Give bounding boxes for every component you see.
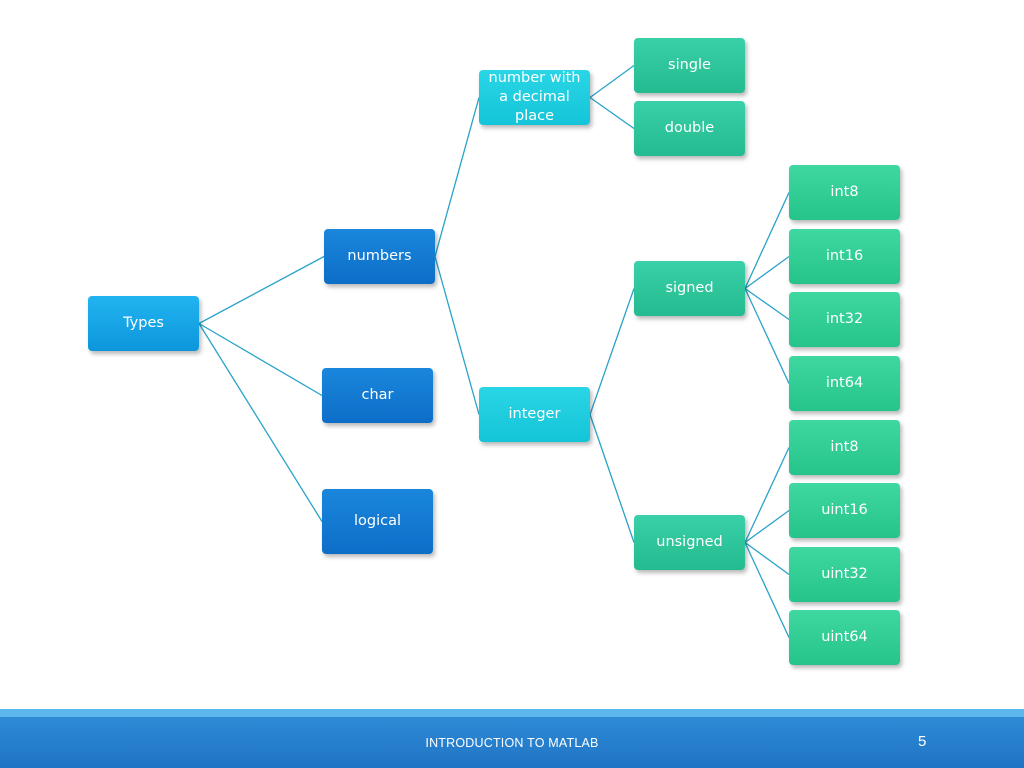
node-unsigned: unsigned <box>634 515 745 570</box>
connector-signed-int32 <box>744 287 790 321</box>
connector-signed-int64 <box>744 288 790 384</box>
connector-numbers-decimal-place <box>434 97 480 257</box>
footer-title: INTRODUCTION TO MATLAB <box>425 736 599 750</box>
connector-unsigned-unsigned-int8 <box>744 447 790 543</box>
type-hierarchy-diagram: Types numbers char logical number with a… <box>88 38 900 665</box>
page-number: 5 <box>918 733 927 750</box>
node-char: char <box>322 368 433 423</box>
node-types: Types <box>88 296 199 351</box>
connector-unsigned-uint16 <box>744 509 790 544</box>
node-uint32: uint32 <box>789 547 900 602</box>
node-single: single <box>634 38 745 93</box>
node-numbers: numbers <box>324 229 435 284</box>
node-signed: signed <box>634 261 745 316</box>
node-int32: int32 <box>789 292 900 347</box>
node-double: double <box>634 101 745 156</box>
connector-lines <box>198 64 790 638</box>
connector-decimal-place-double <box>589 96 635 130</box>
connector-types-char <box>198 322 323 397</box>
node-int64: int64 <box>789 356 900 411</box>
connector-signed-int8 <box>744 192 790 289</box>
connector-unsigned-uint64 <box>744 542 790 638</box>
connector-signed-int16 <box>744 255 790 290</box>
connector-unsigned-uint32 <box>744 541 790 576</box>
connector-integer-signed <box>589 288 635 415</box>
connector-integer-unsigned <box>589 414 635 543</box>
node-integer: integer <box>479 387 590 442</box>
slide-footer: INTRODUCTION TO MATLAB 5 <box>0 717 1024 768</box>
node-int8: int8 <box>789 165 900 220</box>
connector-numbers-integer <box>434 256 480 415</box>
node-uint64: uint64 <box>789 610 900 665</box>
node-uint16: uint16 <box>789 483 900 538</box>
connector-decimal-place-single <box>589 64 635 99</box>
node-decimal-place: number with a decimal place <box>479 70 590 125</box>
connector-types-numbers <box>198 255 325 325</box>
connector-types-logical <box>198 323 323 522</box>
node-int16: int16 <box>789 229 900 284</box>
footer-accent-stripe <box>0 709 1024 717</box>
node-logical: logical <box>322 489 433 554</box>
node-unsigned-int8: int8 <box>789 420 900 475</box>
